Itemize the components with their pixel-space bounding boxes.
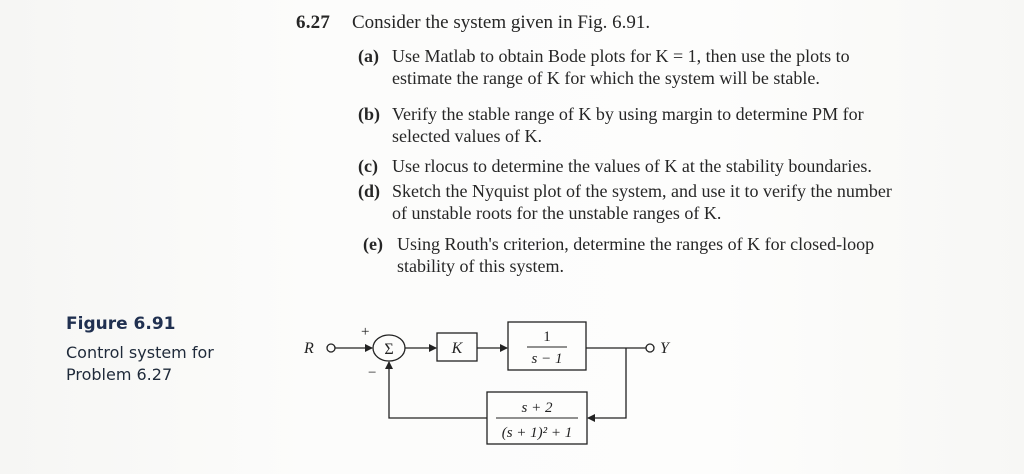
part-c: (c) Use rlocus to determine the values o… xyxy=(358,155,958,177)
figure-title: Figure 6.91 xyxy=(66,314,176,334)
part-label: (c) xyxy=(358,156,378,176)
input-label: R xyxy=(303,340,314,357)
part-e: (e) Using Routh's criterion, determine t… xyxy=(363,233,963,277)
problem-stem: Consider the system given in Fig. 6.91. xyxy=(352,12,651,33)
part-a: (a) Use Matlab to obtain Bode plots for … xyxy=(358,45,958,89)
part-label: (b) xyxy=(358,104,380,124)
figure-caption: Figure 6.91 Control system for Problem 6… xyxy=(66,314,236,386)
part-d-line-1: Sketch the Nyquist plot of the system, a… xyxy=(392,181,892,201)
part-label: (d) xyxy=(358,181,380,201)
gain-block xyxy=(436,332,478,362)
part-d: (d) Sketch the Nyquist plot of the syste… xyxy=(358,180,958,224)
part-e-line-2: stability of this system. xyxy=(397,256,565,276)
part-b-line-1: Verify the stable range of K by using ma… xyxy=(392,104,864,124)
gain-label: K xyxy=(451,340,464,357)
part-b-line-2: selected values of K. xyxy=(392,126,542,146)
plant-numerator: 1 xyxy=(543,329,551,345)
sum-symbol: Σ xyxy=(384,341,393,358)
part-e-line-1: Using Routh's criterion, determine the r… xyxy=(397,234,875,254)
feedback-denominator: (s + 1)² + 1 xyxy=(502,425,573,441)
feedback-numerator: s + 2 xyxy=(522,400,553,416)
part-d-line-2: of unstable roots for the unstable range… xyxy=(392,203,722,223)
input-terminal xyxy=(326,343,336,353)
problem-number: 6.27 xyxy=(296,12,331,33)
output-label: Y xyxy=(660,340,671,357)
part-b: (b) Verify the stable range of K by usin… xyxy=(358,103,958,147)
feedback-branch-line xyxy=(587,348,627,422)
plus-sign: + xyxy=(361,324,369,340)
output-terminal xyxy=(645,343,655,353)
part-label: (a) xyxy=(358,46,379,66)
figure-description: Control system for Problem 6.27 xyxy=(66,343,214,384)
part-a-line-1: Use Matlab to obtain Bode plots for K = … xyxy=(392,46,850,66)
minus-sign: − xyxy=(368,365,376,381)
plant-block xyxy=(507,321,587,371)
feedback-return-line xyxy=(385,361,487,419)
plant-denominator: s − 1 xyxy=(532,351,563,367)
part-c-line-1: Use rlocus to determine the values of K … xyxy=(392,156,872,176)
part-a-line-2: estimate the range of K for which the sy… xyxy=(392,68,820,88)
part-label: (e) xyxy=(363,234,383,254)
